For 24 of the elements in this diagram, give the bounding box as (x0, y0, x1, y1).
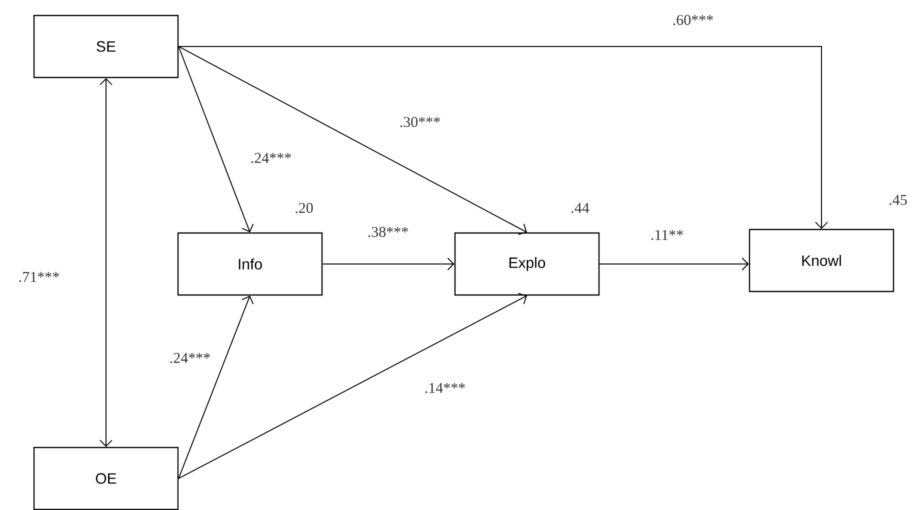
r-squared-value: .45 (890, 194, 907, 206)
path-coefficient: .14*** (423, 382, 467, 394)
r-squared-value: .20 (296, 202, 313, 214)
arrow (178, 46, 254, 232)
variable-box: Explo (454, 232, 600, 296)
arrow (178, 46, 828, 229)
path-coefficient: .60*** (671, 14, 715, 26)
path-coefficient: .30*** (398, 116, 442, 128)
variable-box: OE (33, 446, 179, 510)
path-coefficient: .24*** (249, 152, 293, 164)
arrow (178, 296, 254, 479)
arrow (178, 292, 527, 479)
variable-box: Knowl (748, 228, 894, 292)
arrow (322, 258, 454, 270)
variable-box: SE (33, 14, 179, 78)
path-coefficient: .24*** (168, 352, 212, 364)
r-squared-value: .44 (572, 202, 590, 214)
arrow (599, 258, 749, 270)
path-coefficient: .71*** (17, 270, 61, 284)
arrow (178, 46, 527, 236)
path-coefficient: .38*** (366, 226, 410, 238)
arrow (100, 78, 112, 447)
variable-box: Info (177, 232, 323, 296)
path-coefficient: .11** (649, 228, 685, 242)
